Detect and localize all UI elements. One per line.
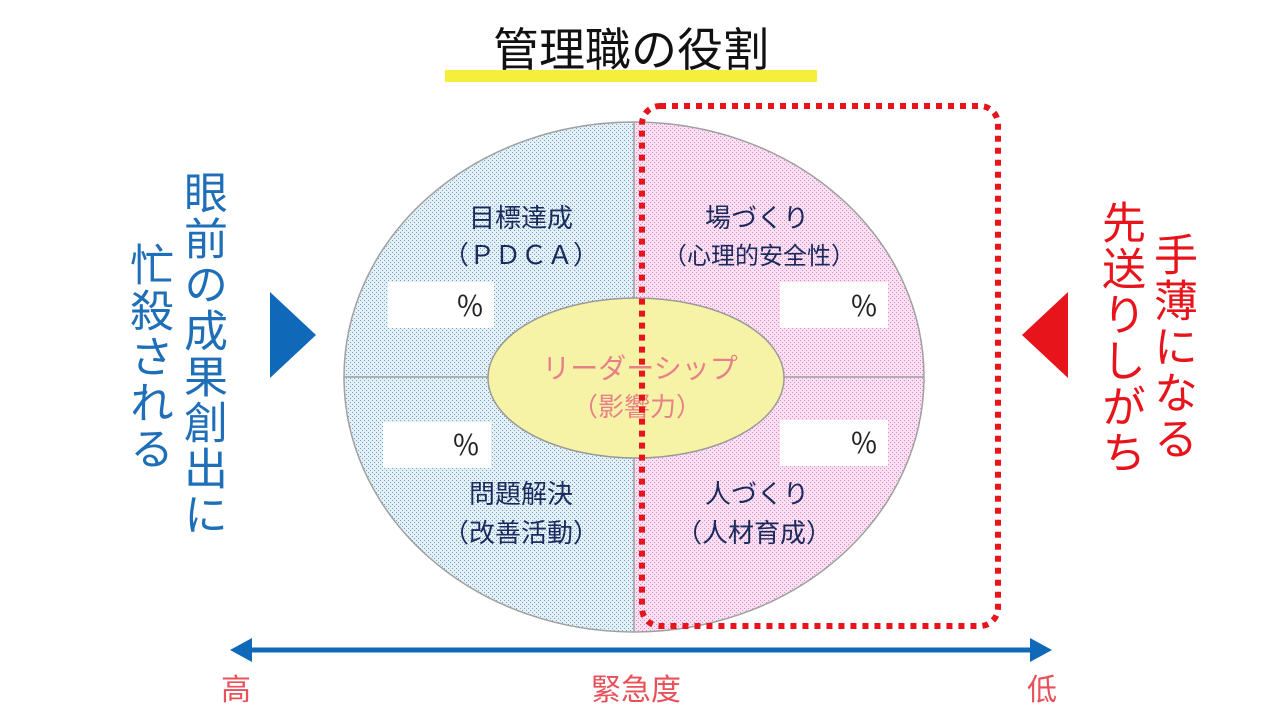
q-bottom-left-sub: （改善活動） <box>443 519 599 549</box>
percent-label-top-left: ％ <box>456 290 484 323</box>
percent-label-bottom-right: ％ <box>850 427 878 460</box>
q-top-left-title: 目標達成 <box>469 204 573 234</box>
percent-box-bottom-left[interactable] <box>383 422 491 468</box>
page-title: 管理職の役割 <box>493 23 769 77</box>
q-bottom-left-title: 問題解決 <box>469 480 573 510</box>
urgency-axis-arrow <box>230 638 1052 662</box>
percent-box-top-left[interactable] <box>388 282 494 328</box>
q-bottom-right-sub: （人材育成） <box>676 519 832 549</box>
percent-box-top-right[interactable] <box>780 282 888 328</box>
axis-title: 緊急度 <box>591 673 681 708</box>
axis-right-label: 低 <box>1027 673 1057 708</box>
leadership-ellipse <box>487 297 785 459</box>
leadership-label: リーダーシップ <box>542 352 737 385</box>
q-bottom-right-title: 人づくり <box>705 480 809 510</box>
triangle-right-icon <box>270 292 316 378</box>
leadership-sub-label: （影響力） <box>572 393 702 423</box>
q-top-left-sub: （ＰＤＣＡ） <box>443 241 599 271</box>
percent-box-bottom-right[interactable] <box>780 420 888 466</box>
low-urgency-highlight-frame <box>639 103 1001 629</box>
right-text-col1: 手薄になる <box>1146 232 1197 462</box>
triangle-left-icon <box>1022 292 1068 378</box>
right-text-col2: 先送りしがち <box>1094 200 1145 476</box>
percent-label-bottom-left: ％ <box>452 429 480 462</box>
left-text-col1: 眼前の成果創出に <box>176 170 227 538</box>
title-highlight <box>445 70 817 82</box>
q-top-right-title: 場づくり <box>705 204 809 234</box>
left-text-col2: 忙殺される <box>122 242 173 472</box>
q-top-right-sub: （心理的安全性） <box>663 242 855 270</box>
axis-left-label: 高 <box>221 673 251 708</box>
percent-label-top-right: ％ <box>850 290 878 323</box>
